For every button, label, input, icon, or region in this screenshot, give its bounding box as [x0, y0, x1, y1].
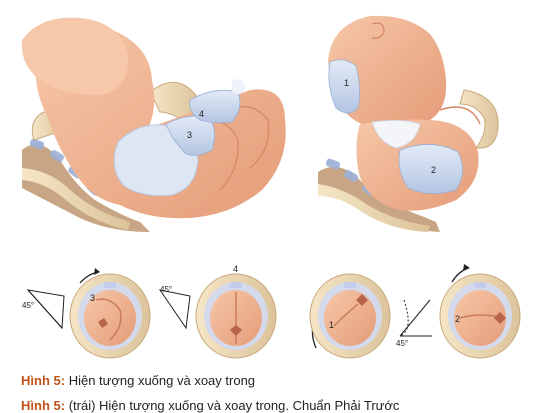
caption2-text: (trái) Hiện tượng xuống và xoay trong. C…: [68, 398, 400, 413]
caption2-label: Hình 5:: [21, 398, 66, 413]
bottom-panel-1: 45° 3: [22, 268, 151, 359]
figure-caption: Hình 5: Hiện tượng xuống và xoay trong: [21, 373, 255, 388]
panel-number-2: 2: [455, 314, 460, 324]
figure-caption-2: Hình 5: (trái) Hiện tượng xuống và xoay …: [21, 398, 399, 413]
top-left-illustration: 4 3: [21, 17, 286, 232]
top-right-illustration: 1 2: [318, 15, 499, 232]
label-2: 2: [431, 165, 436, 175]
panel-number-3: 3: [90, 293, 95, 303]
angle-label-1: 45°: [22, 301, 34, 310]
bottom-panel-3: 1: [309, 273, 391, 359]
panel-number-4: 4: [233, 264, 238, 274]
caption-text: Hiện tượng xuống và xoay trong: [68, 373, 256, 388]
panel-number-1: 1: [329, 320, 334, 330]
ear-icon: [371, 22, 385, 40]
label-3: 3: [187, 130, 192, 140]
caption-label: Hình 5:: [21, 373, 66, 388]
blue-region-1: [328, 59, 360, 114]
label-4: 4: [199, 109, 204, 119]
label-1: 1: [344, 78, 349, 88]
angle-label-3: 45°: [396, 339, 408, 348]
spine-left: [22, 144, 150, 232]
blue-region-2: [398, 144, 463, 194]
blue-region-4: [189, 89, 241, 124]
angle-label-2: 45°: [160, 285, 172, 294]
bottom-panel-2: 45° 4: [158, 264, 277, 359]
bottom-panel-4: 45° 2: [396, 264, 521, 359]
